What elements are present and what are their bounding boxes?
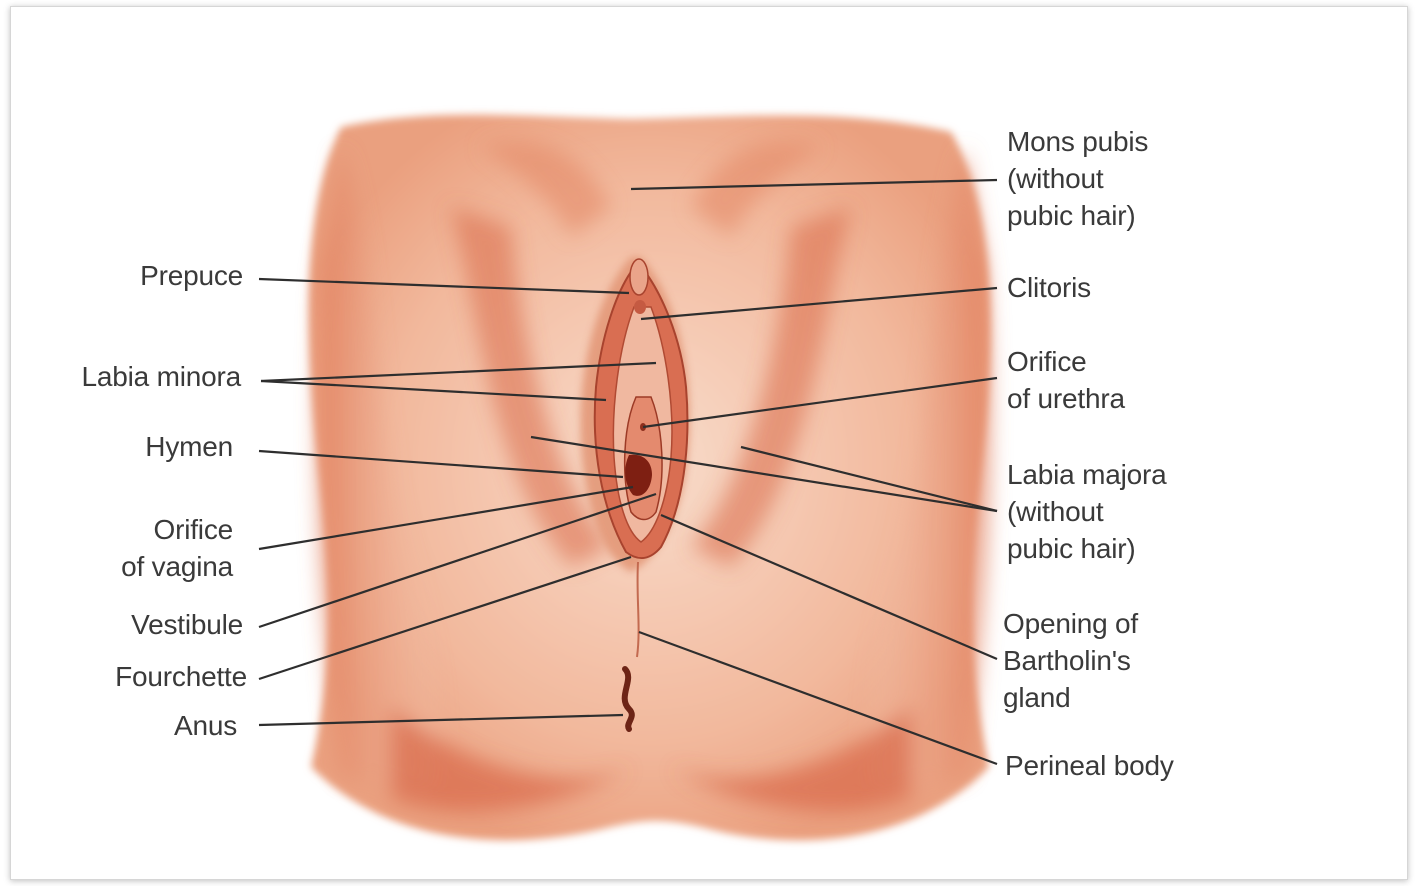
label-hymen: Hymen (145, 428, 233, 465)
label-mons-pubis: Mons pubis (without pubic hair) (1007, 123, 1148, 234)
label-orifice-vagina: Orifice of vagina (121, 511, 233, 585)
label-bartholin: Opening of Bartholin's gland (1003, 605, 1138, 716)
label-labia-majora: Labia majora (without pubic hair) (1007, 456, 1166, 567)
label-fourchette: Fourchette (115, 658, 247, 695)
label-prepuce: Prepuce (140, 257, 243, 294)
label-anus: Anus (174, 707, 237, 744)
label-vestibule: Vestibule (131, 606, 243, 643)
figure-frame: Mons pubis (without pubic hair) Clitoris… (10, 6, 1408, 880)
label-orifice-urethra: Orifice of urethra (1007, 343, 1125, 417)
label-perineal-body: Perineal body (1005, 747, 1174, 784)
label-clitoris: Clitoris (1007, 269, 1091, 306)
label-labia-minora: Labia minora (82, 358, 241, 395)
